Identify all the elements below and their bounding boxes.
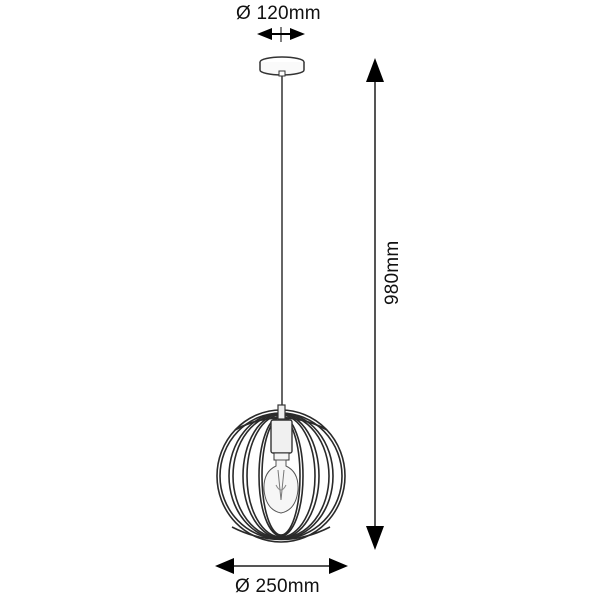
shade-width-arrow	[215, 558, 348, 574]
height-dimension-arrow	[366, 58, 384, 550]
lamp-holder	[270, 404, 293, 461]
canopy-width-arrow	[257, 27, 305, 42]
total-height-text: 980mm	[382, 240, 403, 305]
canopy-diameter-label: Ø 120mm	[236, 3, 321, 24]
bulb	[263, 459, 299, 514]
total-height-label: 980mm	[382, 241, 404, 305]
shade-diameter-label: Ø 250mm	[235, 576, 320, 597]
ceiling-canopy	[259, 56, 305, 77]
